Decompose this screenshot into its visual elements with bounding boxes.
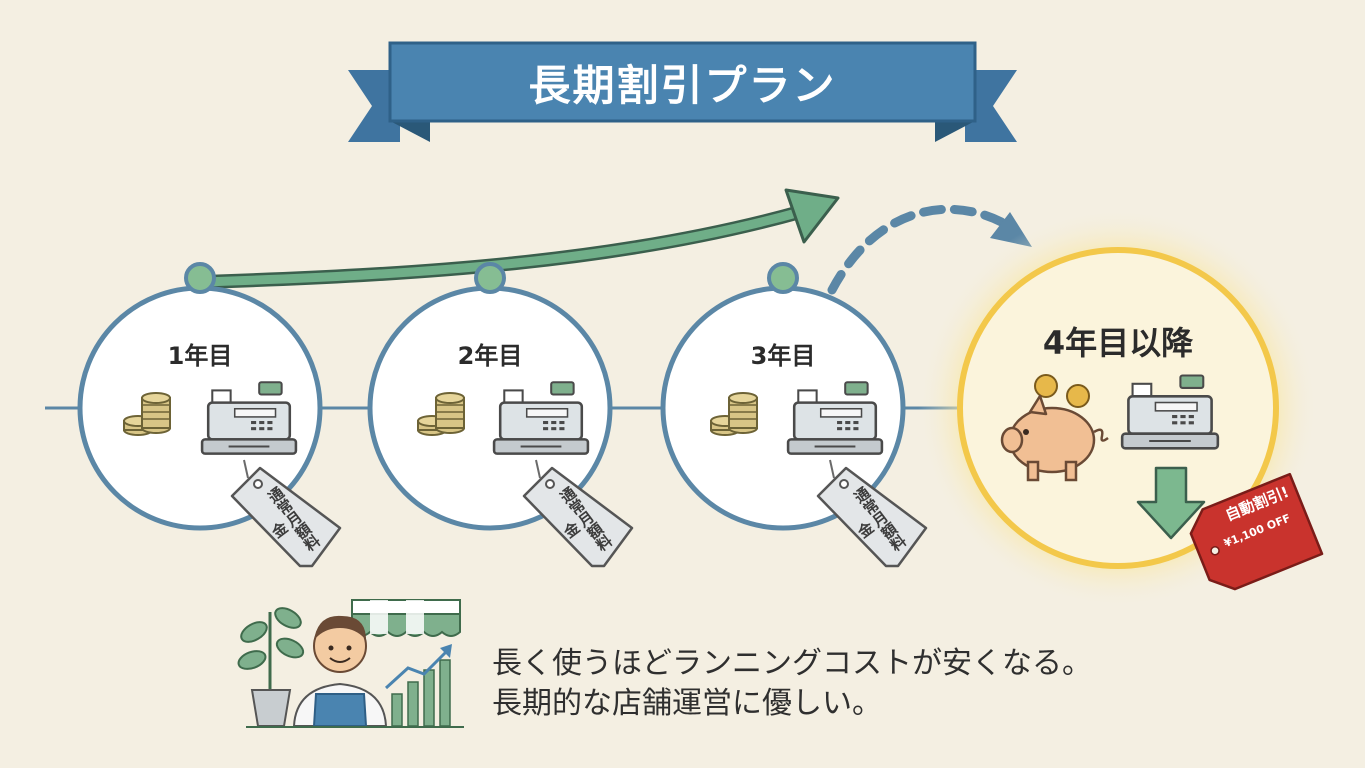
piggy-bank-icon — [1000, 374, 1109, 482]
caption-line-2: 長期的な店舗運営に優しい。 — [492, 686, 882, 721]
step-1-label: 1年目 — [167, 342, 233, 370]
caption-line-1: 長く使うほどランニングコストが安くなる。 — [492, 646, 1092, 681]
discount-tag — [1189, 472, 1324, 591]
step-circle-2 — [367, 262, 613, 531]
step-4-label: 4年目以降 — [1042, 324, 1194, 362]
shop-awning — [351, 599, 461, 637]
step-circle-3 — [660, 262, 906, 531]
growth-arrow — [193, 188, 840, 289]
price-tag-icon — [522, 459, 634, 568]
growth-chart-icon — [246, 644, 464, 728]
down-arrow-icon — [1136, 466, 1206, 540]
page-title: 長期割引プラン — [528, 60, 837, 110]
price-tag-icon — [230, 459, 342, 568]
step-3-label: 3年目 — [750, 342, 816, 370]
step-circle-4 — [957, 247, 1279, 569]
step-2-label: 2年目 — [457, 342, 523, 370]
title-banner — [348, 41, 1017, 142]
plant-icon — [237, 607, 305, 727]
shopkeeper-icon — [292, 615, 388, 727]
price-tag-icon — [816, 459, 928, 568]
